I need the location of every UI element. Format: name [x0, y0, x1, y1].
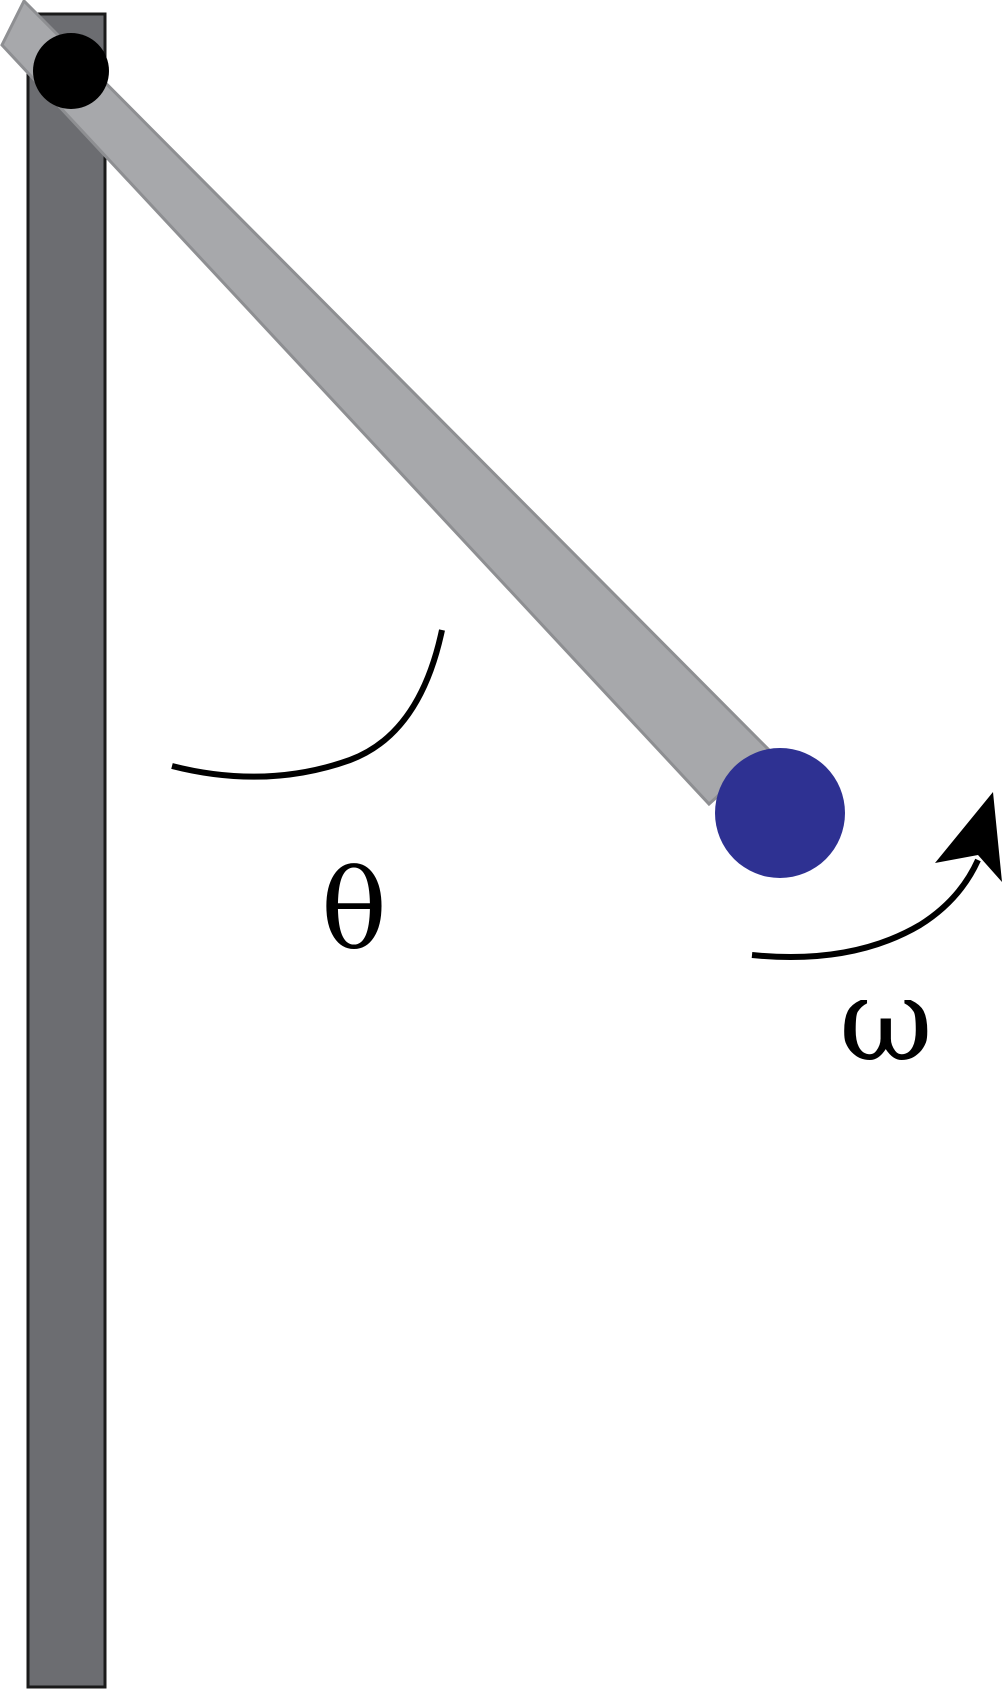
- pendulum-rod: [0, 0, 772, 807]
- pivot-pin-icon: [33, 33, 109, 109]
- theta-angle-arc: [171, 629, 445, 780]
- vertical-post: [26, 12, 107, 1689]
- curved-arrow-icon: [751, 792, 1002, 960]
- pendulum-bob-icon: [715, 748, 845, 878]
- theta-label: θ: [321, 846, 387, 974]
- omega-label: ω: [839, 954, 933, 1088]
